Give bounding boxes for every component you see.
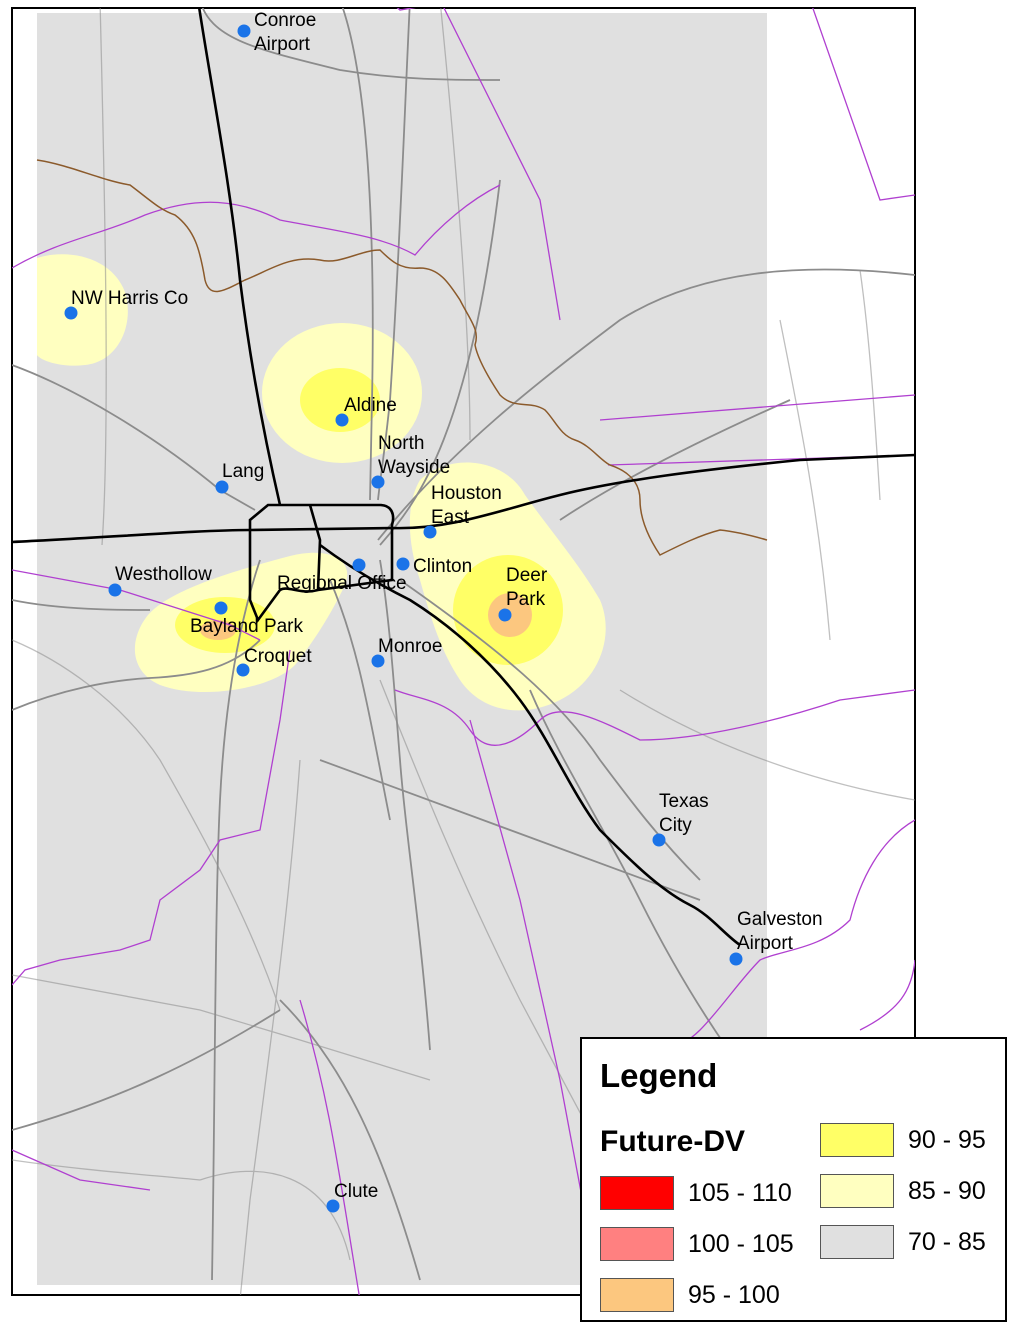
station-marker [652, 833, 666, 847]
station-label: Aldine [344, 395, 397, 416]
station-bayland-park: Bayland Park [190, 601, 304, 637]
station-label: Texas [659, 791, 709, 812]
legend-item-70-85: 70 - 85 [820, 1225, 986, 1259]
legend-subtitle: Future-DV [600, 1125, 745, 1158]
legend-swatch [820, 1123, 894, 1157]
station-label: Regional Office [277, 573, 407, 594]
station-aldine: Aldine [335, 395, 397, 427]
station-marker [108, 583, 122, 597]
interstate-highways [12, 8, 915, 947]
legend-item-95-100: 95 - 100 [600, 1278, 780, 1312]
station-marker [237, 24, 251, 38]
station-label: City [659, 815, 692, 836]
station-lang: Lang [215, 461, 264, 494]
legend-swatch [600, 1176, 674, 1210]
station-westhollow: Westhollow [108, 564, 212, 597]
legend-item-85-90: 85 - 90 [820, 1174, 986, 1208]
station-label: Airport [737, 933, 794, 954]
legend-swatch [600, 1278, 674, 1312]
highway-loop [248, 503, 395, 623]
legend-swatch [820, 1174, 894, 1208]
station-marker [236, 663, 250, 677]
river [36, 159, 768, 556]
station-label: Monroe [378, 636, 442, 657]
station-clute: Clute [326, 1181, 378, 1213]
station-label: Westhollow [115, 564, 212, 585]
station-label: Houston [431, 483, 502, 504]
station-label: NW Harris Co [71, 288, 188, 309]
station-regional-office: Regional Office [277, 558, 407, 594]
station-marker [214, 601, 228, 615]
legend-label: 95 - 100 [688, 1280, 780, 1309]
legend-item-90-95: 90 - 95 [820, 1123, 986, 1157]
highway-north-2 [308, 504, 322, 591]
county-boundaries [12, 8, 915, 1295]
highway-gulf [319, 543, 741, 947]
legend-item-100-105: 100 - 105 [600, 1227, 794, 1261]
station-label: Clinton [413, 556, 472, 577]
zones-90-95 [175, 368, 563, 665]
station-label: Wayside [378, 457, 450, 478]
legend-label: 85 - 90 [908, 1176, 986, 1205]
station-marker [352, 558, 366, 572]
station-marker [423, 525, 437, 539]
station-marker [729, 952, 743, 966]
zone-aldine-core [300, 368, 380, 432]
station-monroe: Monroe [371, 636, 442, 668]
legend-item-105-110: 105 - 110 [600, 1176, 792, 1210]
station-marker [396, 557, 410, 571]
major-roads [12, 8, 915, 1281]
legend-title: Legend [600, 1057, 718, 1094]
station-label: Airport [254, 34, 311, 55]
legend-swatch [820, 1225, 894, 1259]
station-label: Clute [334, 1181, 378, 1202]
station-label: Conroe [254, 10, 316, 31]
legend-label: 90 - 95 [908, 1125, 986, 1154]
station-marker [371, 475, 385, 489]
station-nw-harris-co: NW Harris Co [64, 288, 188, 320]
station-clinton: Clinton [396, 556, 472, 577]
station-label: Deer [506, 565, 548, 586]
station-marker [371, 654, 385, 668]
station-label: East [431, 507, 470, 528]
station-croquet: Croquet [236, 646, 312, 677]
station-marker [64, 306, 78, 320]
zone-bayland-peak [200, 620, 236, 640]
station-label: Park [506, 589, 546, 610]
station-label: Croquet [244, 646, 312, 667]
legend-swatch [600, 1227, 674, 1261]
station-marker [498, 608, 512, 622]
station-label: Galveston [737, 909, 823, 930]
station-marker [335, 413, 349, 427]
legend-label: 105 - 110 [688, 1178, 792, 1207]
legend-label: 100 - 105 [688, 1229, 794, 1258]
station-label: Lang [222, 461, 264, 482]
legend-label: 70 - 85 [908, 1227, 986, 1256]
station-label: North [378, 433, 424, 454]
highway-east-west [12, 453, 915, 544]
legend-panel: Legend Future-DV 105 - 110 100 - 105 95 … [580, 1037, 1007, 1322]
station-marker [326, 1199, 340, 1213]
highway-north [197, 8, 282, 506]
station-marker [215, 480, 229, 494]
station-label: Bayland Park [190, 616, 304, 637]
